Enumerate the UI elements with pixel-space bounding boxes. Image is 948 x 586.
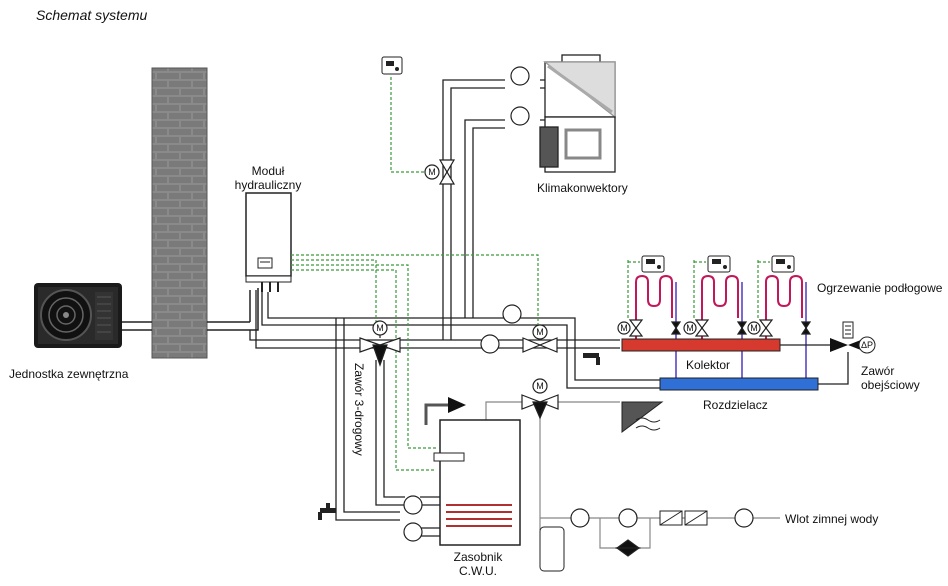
room-thermostat-1 — [381, 56, 403, 75]
fan-coil-units — [539, 54, 616, 173]
brick-wall — [151, 67, 208, 359]
cold-water-inlet-label: Wlot zimnej wody — [785, 512, 879, 526]
hydraulic-module-label-1: Moduł — [251, 164, 285, 178]
drain-taps — [318, 353, 600, 520]
filter — [659, 510, 708, 526]
pumps — [403, 66, 754, 542]
hydraulic-module-label-2: hydrauliczny — [234, 178, 302, 192]
dhw-tank-label-2: C.W.U. — [459, 564, 497, 578]
supply-manifold-label: Kolektor — [686, 358, 731, 372]
outdoor-unit — [34, 283, 122, 348]
floor-heating-label: Ogrzewanie podłogowe — [817, 281, 943, 295]
three-way-valve-label: Zawór 3-drogowy — [352, 363, 366, 456]
return-manifold — [659, 377, 819, 391]
diagram-title: Schemat systemu — [36, 7, 148, 23]
control-wiring — [291, 77, 770, 471]
outdoor-unit-label: Jednostka zewnętrzna — [9, 367, 129, 381]
bypass-valve — [830, 321, 876, 354]
refrigerant-lines — [122, 288, 259, 331]
fan-coils-label: Klimakonwektory — [537, 181, 628, 195]
motor-label-loop3: M — [750, 323, 758, 333]
room-thermostat-4 — [771, 255, 795, 273]
motor-label-loop2: M — [686, 323, 694, 333]
motor-label-3way: M — [376, 323, 384, 333]
dhw-tank-label-1: Zasobnik — [453, 550, 503, 564]
bypass-valve-label-2: obejściowy — [861, 378, 920, 392]
bypass-valve-label-1: Zawór — [861, 364, 895, 378]
dhw-tank — [424, 397, 521, 546]
return-manifold-label: Rozdzielacz — [703, 398, 768, 412]
motor-label-loop1: M — [620, 323, 628, 333]
motor-symbols: M M M M M M M ΔP — [376, 167, 873, 391]
motor-label-supply: M — [536, 327, 544, 337]
hydraulic-module — [245, 192, 292, 292]
supply-manifold — [621, 338, 781, 352]
motor-label-dhw: M — [536, 381, 544, 391]
room-thermostat-2 — [641, 255, 665, 273]
shower-head — [621, 401, 664, 433]
expansion-vessel — [539, 526, 565, 572]
motor-label-riser: M — [428, 167, 436, 177]
room-thermostat-3 — [707, 255, 731, 273]
valves — [359, 159, 812, 557]
delta-p-label: ΔP — [861, 340, 873, 350]
